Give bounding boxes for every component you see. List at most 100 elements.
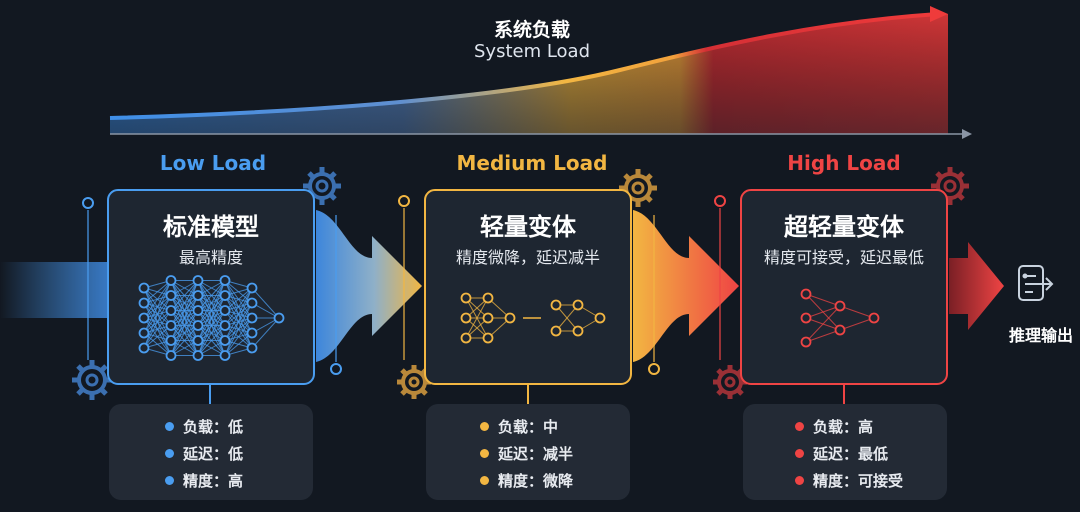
network-node	[138, 282, 150, 294]
metric-row: 负载：低	[165, 416, 243, 437]
bullet-dot-icon	[795, 422, 804, 431]
axis-arrowhead-icon	[962, 129, 972, 139]
metric-row: 负载：中	[480, 416, 558, 437]
curve-arrowhead	[930, 6, 948, 22]
network-node	[482, 332, 494, 344]
metric-row: 延迟：最低	[795, 443, 888, 464]
network-node	[246, 327, 258, 339]
metric-key: 延迟	[183, 445, 214, 463]
metric-separator: ：	[213, 445, 229, 463]
inference-output-icon	[1018, 265, 1054, 301]
network-node	[138, 342, 150, 354]
network-node	[192, 305, 204, 316]
input-flow	[0, 262, 112, 318]
model-subtitle-ultralight: 精度可接受，延迟最低	[763, 248, 925, 267]
metric-separator: ：	[213, 418, 229, 436]
network-node	[594, 312, 606, 324]
metrics-box-medium: 负载：中 延迟：减半 精度：微降	[426, 404, 630, 500]
system-load-curve-edge	[109, 12, 939, 120]
metric-separator: ：	[528, 418, 544, 436]
metric-separator: ：	[843, 472, 859, 490]
network-node	[219, 350, 231, 361]
metric-row: 延迟：减半	[480, 443, 573, 464]
metric-value: 中	[543, 418, 559, 436]
metrics-box-high: 负载：高 延迟：最低 精度：可接受	[743, 404, 947, 500]
network-node	[550, 325, 562, 337]
network-node	[219, 335, 231, 346]
network-node	[246, 297, 258, 309]
network-node	[246, 312, 258, 324]
network-node	[138, 312, 150, 324]
metric-separator: ：	[528, 445, 544, 463]
network-node	[800, 288, 812, 300]
flow-arrow-low-to-medium	[316, 210, 422, 362]
neural-network-standard-icon	[138, 275, 285, 361]
neural-network-light-icon	[460, 292, 606, 344]
network-node	[460, 312, 472, 324]
metric-row: 负载：高	[795, 416, 873, 437]
network-node	[246, 282, 258, 294]
bullet-dot-icon	[165, 476, 174, 485]
network-node	[219, 320, 231, 331]
model-title-standard: 标准模型	[163, 213, 259, 241]
network-node	[219, 290, 231, 301]
metric-key: 延迟	[498, 445, 529, 463]
metric-key: 精度	[498, 472, 529, 490]
bullet-dot-icon	[480, 449, 489, 458]
stage-card-high	[740, 189, 948, 385]
network-node	[572, 325, 584, 337]
network-node	[800, 336, 812, 348]
network-node	[460, 332, 472, 344]
network-node	[482, 312, 494, 324]
metric-value: 可接受	[858, 472, 904, 490]
load-label-high: High Load	[787, 151, 901, 175]
bullet-dot-icon	[795, 476, 804, 485]
metric-key: 负载	[183, 418, 214, 436]
model-title-ultralight: 超轻量变体	[784, 213, 904, 241]
metric-value: 高	[858, 418, 874, 436]
network-node	[192, 290, 204, 301]
model-title-light: 轻量变体	[480, 213, 576, 241]
network-node	[165, 275, 177, 286]
model-subtitle-light: 精度微降，延迟减半	[455, 248, 601, 267]
network-node	[165, 290, 177, 301]
network-node	[192, 275, 204, 286]
metric-key: 负载	[813, 418, 844, 436]
metric-value: 低	[228, 418, 244, 436]
metric-separator: ：	[843, 445, 859, 463]
network-node	[165, 305, 177, 316]
load-label-medium: Medium Load	[456, 151, 608, 175]
metric-value: 微降	[543, 472, 574, 490]
metric-separator: ：	[843, 418, 859, 436]
network-node	[834, 324, 846, 336]
network-node	[504, 312, 516, 324]
metric-value: 高	[228, 472, 244, 490]
metric-row: 精度：微降	[480, 470, 573, 491]
metric-separator: ：	[528, 472, 544, 490]
metric-row: 延迟：低	[165, 443, 243, 464]
bullet-dot-icon	[480, 422, 489, 431]
network-node	[868, 312, 880, 324]
metric-key: 负载	[498, 418, 529, 436]
bullet-dot-icon	[795, 449, 804, 458]
system-load-title-zh: 系统负载	[493, 19, 571, 41]
metric-key: 精度	[813, 472, 844, 490]
network-node	[550, 299, 562, 311]
network-node	[482, 292, 494, 304]
inference-output-label: 推理输出	[1008, 326, 1074, 345]
network-node	[273, 312, 285, 324]
connector-pins	[82, 195, 845, 404]
network-node	[460, 292, 472, 304]
neural-network-ultralight-icon	[800, 288, 880, 348]
gear-icon	[72, 360, 112, 400]
metric-row: 精度：高	[165, 470, 243, 491]
system-load-title-en: System Load	[473, 41, 591, 62]
network-node	[192, 335, 204, 346]
network-node	[138, 327, 150, 339]
bullet-dot-icon	[165, 449, 174, 458]
flow-arrow-medium-to-high	[633, 210, 739, 362]
network-node	[165, 350, 177, 361]
network-node	[219, 275, 231, 286]
network-node	[800, 312, 812, 324]
network-node	[246, 342, 258, 354]
